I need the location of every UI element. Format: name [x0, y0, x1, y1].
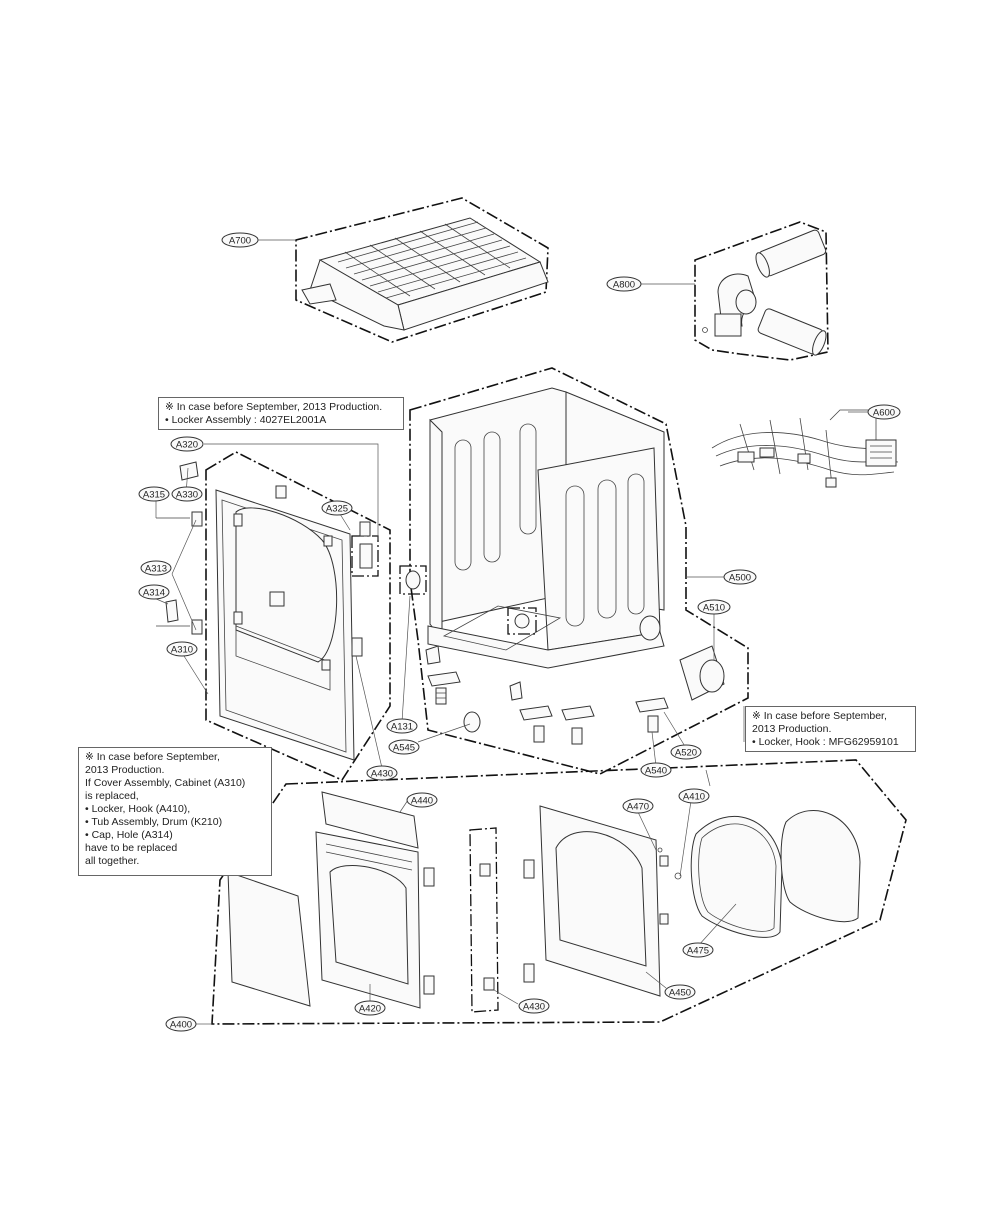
callout-a450: A450: [664, 984, 696, 1000]
wire-harness-a600: [711, 409, 899, 488]
leader-lines: [120, 239, 870, 1025]
svg-text:A600: A600: [873, 408, 895, 419]
drying-rack-a700: [295, 197, 549, 343]
callout-a520: A520: [670, 744, 702, 760]
callout-a131: A131: [386, 718, 418, 734]
callout-a510: A510: [697, 599, 731, 615]
callout-a475: A475: [682, 942, 714, 958]
callout-a430-upper: A430: [366, 765, 398, 781]
callout-a310: A310: [166, 641, 198, 657]
callout-a400: A400: [165, 1016, 197, 1032]
cover-assembly-cabinet-a310: [205, 451, 391, 782]
svg-text:A325: A325: [326, 504, 348, 515]
svg-text:A430: A430: [371, 769, 393, 780]
callout-a325: A325: [321, 500, 353, 516]
note-right-line-2: 2013 Production.: [752, 723, 832, 735]
note-left-line-2: 2013 Production.: [85, 764, 165, 776]
svg-text:A400: A400: [170, 1020, 192, 1031]
svg-text:A313: A313: [145, 564, 167, 575]
note-locker-assembly: ※ In case before September, 2013 Product…: [158, 397, 404, 430]
svg-text:A520: A520: [675, 748, 697, 759]
callout-a800: A800: [606, 276, 642, 292]
svg-text:A450: A450: [669, 988, 691, 999]
svg-text:A420: A420: [359, 1004, 381, 1015]
svg-text:A500: A500: [729, 573, 751, 584]
callout-a545: A545: [388, 739, 420, 755]
note-left-line-3: If Cover Assembly, Cabinet (A310): [85, 777, 246, 789]
callout-a700: A700: [221, 232, 259, 248]
note-right-line-3: • Locker, Hook : MFG62959101: [752, 736, 899, 748]
callout-a540: A540: [640, 762, 672, 778]
svg-text:A410: A410: [683, 792, 705, 803]
note-top-line-1: ※ In case before September, 2013 Product…: [165, 401, 383, 413]
note-left-line-8: have to be replaced: [85, 842, 178, 854]
note-right-line-1: ※ In case before September,: [752, 710, 887, 722]
note-left-line-1: ※ In case before September,: [85, 751, 220, 763]
exhaust-duct-kit-a800: [694, 221, 829, 361]
svg-text:A475: A475: [687, 946, 709, 957]
callout-a314: A314: [138, 584, 170, 600]
svg-text:A310: A310: [171, 645, 193, 656]
svg-text:A131: A131: [391, 722, 413, 733]
svg-text:A540: A540: [645, 766, 667, 777]
svg-text:A470: A470: [627, 802, 649, 813]
svg-text:A320: A320: [176, 440, 198, 451]
callout-a500: A500: [723, 569, 757, 585]
svg-text:A510: A510: [703, 603, 725, 614]
part-callouts: A700 A800 A600 A500 A510 A320 A330 A315 …: [138, 232, 901, 1032]
callout-a430-lower: A430: [518, 998, 550, 1014]
note-cover-replacement: ※ In case before September, 2013 Product…: [78, 747, 272, 876]
svg-text:A440: A440: [411, 796, 433, 807]
note-left-line-5: • Locker, Hook (A410),: [85, 803, 191, 815]
exhaust-flange-a510: [679, 645, 725, 701]
front-door-assembly-a400: [211, 759, 907, 1025]
svg-text:A800: A800: [613, 280, 635, 291]
note-left-line-4: is replaced,: [85, 790, 139, 802]
svg-text:A315: A315: [143, 490, 165, 501]
callout-a313: A313: [140, 560, 172, 576]
callout-a315: A315: [138, 486, 170, 502]
svg-text:A330: A330: [176, 490, 198, 501]
callout-a330: A330: [171, 486, 203, 502]
note-left-line-9: all together.: [85, 855, 140, 867]
cabinet-assembly-a500: [399, 367, 749, 775]
callout-a420: A420: [354, 1000, 386, 1016]
callout-a410: A410: [678, 788, 710, 804]
callout-a440: A440: [406, 792, 438, 808]
svg-text:A430: A430: [523, 1002, 545, 1013]
svg-text:A700: A700: [229, 236, 251, 247]
svg-text:A314: A314: [143, 588, 165, 599]
svg-text:A545: A545: [393, 743, 415, 754]
leveling-feet: [425, 645, 669, 745]
callout-a470: A470: [622, 798, 654, 814]
callout-a600: A600: [867, 404, 901, 420]
note-locker-hook: ※ In case before September, 2013 Product…: [745, 706, 916, 752]
note-left-line-6: • Tub Assembly, Drum (K210): [85, 816, 223, 828]
note-left-line-7: • Cap, Hole (A314): [85, 829, 173, 841]
cover-hardware: [156, 461, 379, 657]
callout-a320: A320: [170, 436, 204, 452]
note-top-line-2: • Locker Assembly : 4027EL2001A: [165, 414, 327, 426]
